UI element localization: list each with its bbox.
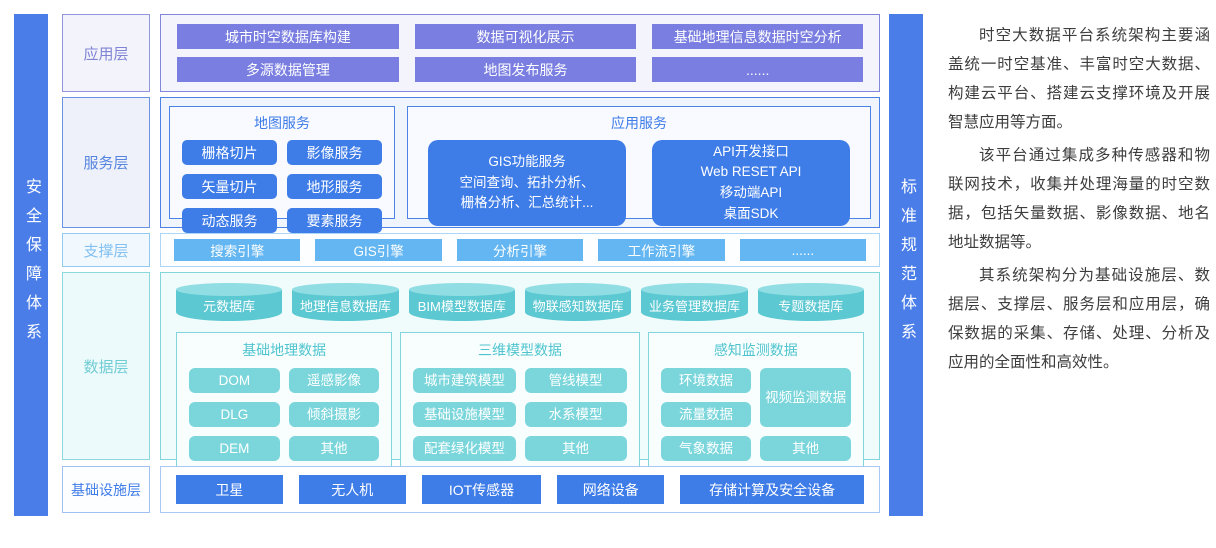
infra-item-drone: 无人机 <box>298 475 406 504</box>
data-item-video-monitor: 视频监测数据 <box>760 368 852 427</box>
app-item-map-publish: 地图发布服务 <box>414 57 637 82</box>
infra-layer-content: 卫星 无人机 IOT传感器 网络设备 存储计算及安全设备 <box>160 466 880 513</box>
infra-item-storage-security: 存储计算及安全设备 <box>680 475 864 504</box>
gis-panel-line: 空间查询、拓扑分析、 <box>459 174 595 190</box>
engine-search: 搜索引擎 <box>174 239 301 261</box>
api-panel-line: 移动端API <box>719 185 783 200</box>
data-item-oblique-photo: 倾斜摄影 <box>288 402 380 427</box>
app-service-title: 应用服务 <box>611 115 667 131</box>
data-item-environment: 环境数据 <box>660 368 752 393</box>
database-cylinder-thematic: 专题数据库 <box>757 283 865 321</box>
map-service-title: 地图服务 <box>254 115 310 131</box>
model-3d-data-group: 三维模型数据 城市建筑模型 管线模型 基础设施模型 水系模型 配套绿化模型 其他 <box>400 332 640 472</box>
basic-geo-data-title: 基础地理数据 <box>242 342 327 358</box>
standards-system-vertical-bar: 标准规范体系 <box>889 14 923 516</box>
description-paragraph-3: 其系统架构分为基础设施层、数据层、支撑层、服务层和应用层，确保数据的采集、存储、… <box>948 267 1210 371</box>
map-service-group: 地图服务 栅格切片 影像服务 矢量切片 地形服务 动态服务 要素服务 <box>169 106 395 233</box>
map-service-feature: 要素服务 <box>287 208 382 233</box>
database-cylinder-iot: 物联感知数据库 <box>524 283 632 321</box>
map-service-imagery: 影像服务 <box>287 140 382 165</box>
engine-analysis: 分析引擎 <box>456 239 584 261</box>
engine-ellipsis: ...... <box>739 239 867 261</box>
app-item-visualization: 数据可视化展示 <box>414 24 637 49</box>
app-item-ellipsis: ...... <box>652 57 863 82</box>
data-item-water-model: 水系模型 <box>524 402 627 427</box>
gis-panel-line: 栅格分析、汇总统计... <box>460 195 594 211</box>
map-service-dynamic: 动态服务 <box>182 208 277 233</box>
data-item-dom: DOM <box>189 368 280 393</box>
support-layer-label: 支撑层 <box>62 233 150 267</box>
engine-gis: GIS引擎 <box>315 239 442 261</box>
app-service-group: 应用服务 GIS功能服务 空间查询、拓扑分析、 栅格分析、汇总统计... API… <box>407 106 871 226</box>
data-groups-row: 基础地理数据 DOM 遥感影像 DLG 倾斜摄影 DEM 其他 三维模型数据 城… <box>176 332 865 472</box>
infra-layer-label: 基础设施层 <box>62 466 150 513</box>
sensing-data-group: 感知监测数据 环境数据 视频监测数据 流量数据 气象数据 其他 <box>647 332 865 472</box>
infra-item-network-device: 网络设备 <box>557 475 665 504</box>
support-layer-content: 搜索引擎 GIS引擎 分析引擎 工作流引擎 ...... <box>160 233 880 267</box>
map-service-terrain: 地形服务 <box>287 174 382 199</box>
database-cylinder-meta: 元数据库 <box>176 283 283 321</box>
model-3d-data-grid: 城市建筑模型 管线模型 基础设施模型 水系模型 配套绿化模型 其他 <box>413 368 627 461</box>
basic-geo-data-group: 基础地理数据 DOM 遥感影像 DLG 倾斜摄影 DEM 其他 <box>176 332 393 472</box>
data-layer-content: 元数据库 地理信息数据库 BIM模型数据库 物联感知数据库 业务管理数据库 专题… <box>160 272 880 472</box>
api-panel-line: API开发接口 <box>713 143 789 159</box>
database-cylinder-geo: 地理信息数据库 <box>292 283 399 321</box>
data-item-other: 其他 <box>524 436 627 461</box>
map-service-raster-tile: 栅格切片 <box>182 140 277 165</box>
map-service-grid: 栅格切片 影像服务 矢量切片 地形服务 动态服务 要素服务 <box>182 140 382 233</box>
data-item-other: 其他 <box>288 436 380 461</box>
data-item-infra-model: 基础设施模型 <box>413 402 516 427</box>
app-item-city-db: 城市时空数据库构建 <box>177 24 399 49</box>
infra-item-iot-sensor: IOT传感器 <box>421 475 542 504</box>
description-text: 时空大数据平台系统架构主要涵盖统一时空基准、丰富时空大数据、构建云平台、搭建云支… <box>948 21 1210 381</box>
sensing-data-title: 感知监测数据 <box>713 342 798 358</box>
database-cylinder-bim: BIM模型数据库 <box>408 283 516 321</box>
engine-workflow: 工作流引擎 <box>598 239 725 261</box>
data-item-flow: 流量数据 <box>660 402 752 427</box>
data-item-dlg: DLG <box>189 402 280 427</box>
data-item-weather: 气象数据 <box>660 436 752 461</box>
data-item-remote-sensing: 遥感影像 <box>288 368 380 393</box>
service-layer-content: 地图服务 栅格切片 影像服务 矢量切片 地形服务 动态服务 要素服务 应用服务 … <box>160 97 880 233</box>
data-item-city-building-model: 城市建筑模型 <box>413 368 516 393</box>
app-item-multisource: 多源数据管理 <box>177 57 399 82</box>
data-layer-label: 数据层 <box>62 272 150 460</box>
app-item-geo-analysis: 基础地理信息数据时空分析 <box>652 24 863 49</box>
map-service-vector-tile: 矢量切片 <box>182 174 277 199</box>
api-interface-panel: API开发接口 Web RESET API 移动端API 桌面SDK <box>652 140 850 226</box>
security-system-vertical-bar: 安全保障体系 <box>14 14 48 516</box>
gis-panel-line: GIS功能服务 <box>488 154 566 170</box>
gis-function-panel: GIS功能服务 空间查询、拓扑分析、 栅格分析、汇总统计... <box>428 140 626 226</box>
app-layer-label: 应用层 <box>62 14 150 92</box>
architecture-diagram: 安全保障体系 标准规范体系 应用层 城市时空数据库构建 数据可视化展示 基础地理… <box>14 14 923 516</box>
model-3d-data-title: 三维模型数据 <box>478 342 562 358</box>
api-panel-line: 桌面SDK <box>723 205 779 221</box>
infra-item-satellite: 卫星 <box>176 475 283 504</box>
service-layer-label: 服务层 <box>62 97 150 228</box>
database-cylinder-business: 业务管理数据库 <box>641 283 748 321</box>
basic-geo-data-grid: DOM 遥感影像 DLG 倾斜摄影 DEM 其他 <box>189 368 380 461</box>
app-service-panels: GIS功能服务 空间查询、拓扑分析、 栅格分析、汇总统计... API开发接口 … <box>428 140 850 226</box>
sensing-data-grid: 环境数据 视频监测数据 流量数据 气象数据 其他 <box>660 368 852 461</box>
data-item-dem: DEM <box>189 436 280 461</box>
api-panel-line: Web RESET API <box>700 164 802 180</box>
database-row: 元数据库 地理信息数据库 BIM模型数据库 物联感知数据库 业务管理数据库 专题… <box>176 283 865 321</box>
app-layer-content: 城市时空数据库构建 数据可视化展示 基础地理信息数据时空分析 多源数据管理 地图… <box>160 14 880 92</box>
data-item-pipeline-model: 管线模型 <box>524 368 627 393</box>
description-paragraph-2: 该平台通过集成多种传感器和物联网技术，收集并处理海量的时空数据，包括矢量数据、影… <box>948 147 1210 251</box>
data-item-other: 其他 <box>760 436 852 461</box>
description-paragraph-1: 时空大数据平台系统架构主要涵盖统一时空基准、丰富时空大数据、构建云平台、搭建云支… <box>948 27 1210 131</box>
data-item-greening-model: 配套绿化模型 <box>413 436 516 461</box>
